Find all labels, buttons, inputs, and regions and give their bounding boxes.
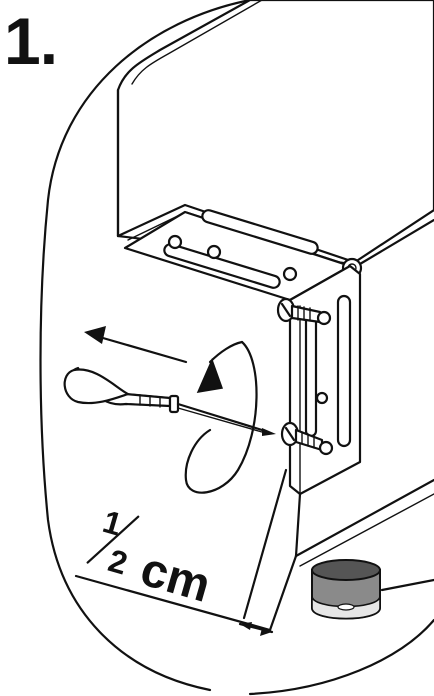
- flange-slot-bottom: [163, 243, 281, 289]
- fraction-slash: [86, 515, 140, 564]
- screwdriver-icon: [63, 366, 276, 436]
- rotate-arrow-icon: [184, 340, 258, 494]
- screw-upper: [276, 297, 332, 326]
- screw-lower: [280, 421, 334, 456]
- cabinet-bottom: [294, 478, 434, 592]
- flange-hole: [206, 244, 222, 260]
- pull-arrow-icon: [84, 326, 188, 364]
- flange-hole: [282, 266, 298, 282]
- bracket-vertical-leg: [288, 264, 362, 496]
- flange-slot-top: [201, 209, 319, 255]
- furniture-foot: [311, 559, 381, 620]
- leg-hole: [315, 391, 329, 405]
- flange-hole: [167, 234, 183, 250]
- leg-slot: [304, 314, 318, 438]
- step-number: 1.: [4, 4, 58, 78]
- measurement-numerator: 1: [99, 503, 126, 543]
- measurement-unit: cm: [135, 543, 216, 613]
- leg-slot: [336, 294, 352, 448]
- measurement-label: 1 2 cm: [86, 503, 216, 613]
- measurement-denominator: 2: [104, 542, 131, 582]
- dimension-lines: [74, 468, 298, 636]
